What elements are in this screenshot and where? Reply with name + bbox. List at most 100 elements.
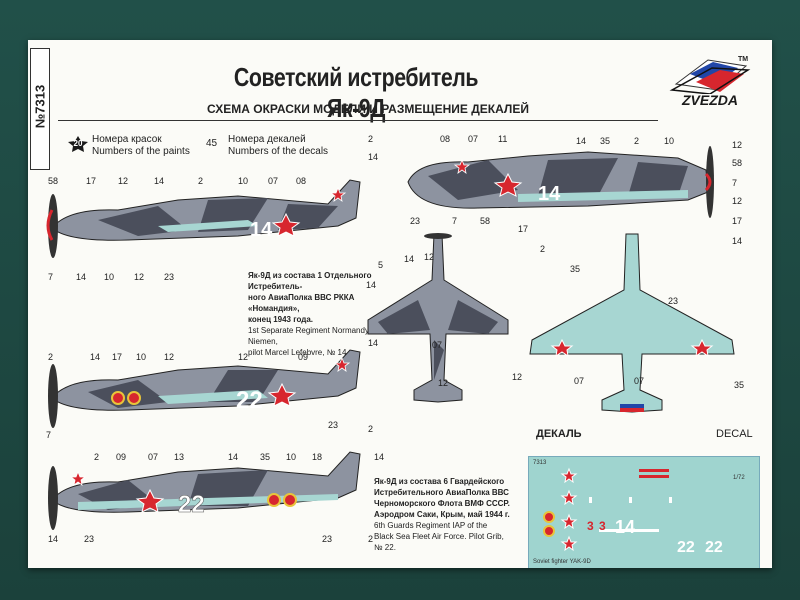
decal-title-en: DECAL	[716, 428, 753, 440]
callout: 23	[410, 216, 421, 226]
callout: 58	[48, 176, 59, 186]
callout: 12	[118, 176, 129, 186]
callout: 14	[404, 254, 415, 264]
callout: 12	[164, 352, 175, 362]
callout: 14	[90, 352, 101, 362]
catalog-number: №7313	[32, 84, 48, 129]
callout: 14	[368, 338, 379, 348]
decal-code: 7313	[533, 460, 547, 466]
callout: 07	[148, 452, 159, 462]
instruction-sheet: №7313 Советский истребитель Як-9Д СХЕМА …	[28, 40, 772, 568]
callout: 07	[432, 340, 443, 350]
callout: 35	[734, 380, 745, 390]
callout: 14	[368, 152, 379, 162]
decal-number: 22	[677, 539, 695, 556]
callout: 7	[46, 430, 52, 440]
paint-legend-en: Numbers of the paints	[92, 146, 190, 157]
decal-number: 3	[599, 519, 606, 533]
callout: 2	[368, 424, 374, 434]
paint-legend: Номера красок Numbers of the paints	[92, 134, 190, 158]
callout: 08	[296, 176, 307, 186]
callout: 12	[438, 378, 449, 388]
flag-icon	[669, 59, 751, 95]
callout: 12	[512, 372, 523, 382]
callout: 11	[498, 134, 508, 144]
callout: 07	[468, 134, 479, 144]
callout: 12	[238, 352, 249, 362]
callout: 23	[328, 420, 339, 430]
callout: 10	[238, 176, 249, 186]
callout: 07	[574, 376, 585, 386]
decal-number: 3	[587, 519, 594, 533]
callout: 17	[112, 352, 123, 362]
callout: 10	[104, 272, 115, 282]
callout: 7	[48, 272, 54, 282]
callout: 2	[368, 534, 374, 544]
page-subtitle: СХЕМА ОКРАСКИ МОДЕЛИ И РАЗМЕЩЕНИЕ ДЕКАЛЕ…	[207, 102, 529, 116]
callout: 14	[154, 176, 165, 186]
callout: 14	[366, 280, 377, 290]
callout: 23	[164, 272, 175, 282]
callout: 08	[440, 134, 451, 144]
callout: 14	[228, 452, 239, 462]
decal-legend-ru: Номера декалей	[228, 134, 306, 145]
callout: 10	[286, 452, 297, 462]
decal-legend-number: 45	[206, 138, 218, 149]
decal-scale: 1/72	[733, 475, 745, 481]
paint-legend-ru: Номера красок	[92, 134, 162, 145]
aircraft-plan-top	[367, 233, 509, 403]
tail-code-1: 14	[250, 219, 273, 241]
callout: 09	[298, 352, 309, 362]
brand-name: ZVEZDA	[682, 92, 738, 108]
decal-title-ru: ДЕКАЛЬ	[536, 428, 582, 440]
aircraft-profile-3: 22	[48, 451, 361, 530]
callout: 2	[48, 352, 54, 362]
caption-1: Як-9Д из состава 1 Отдельного Истребител…	[248, 271, 374, 357]
callout: 23	[322, 534, 333, 544]
callout: 2	[634, 136, 640, 146]
aircraft-profile-right: 14	[407, 146, 714, 218]
callout: 35	[600, 136, 611, 146]
callout: 17	[518, 224, 529, 234]
aircraft-plan-bottom	[529, 233, 735, 413]
paint-legend-badge: 20	[68, 136, 88, 152]
callout: 09	[116, 452, 127, 462]
callout: 58	[732, 158, 743, 168]
callout: 13	[174, 452, 185, 462]
callout: 10	[136, 352, 147, 362]
callout: 12	[732, 140, 743, 150]
decal-legend: Номера декалей Numbers of the decals	[228, 134, 328, 158]
callout: 14	[374, 452, 385, 462]
callout: 14	[732, 236, 743, 246]
callout: 5	[378, 260, 384, 270]
decal-footer: Soviet fighter YAK-9D	[533, 559, 591, 565]
callout: 14	[576, 136, 587, 146]
tail-code-right: 14	[538, 183, 561, 205]
aircraft-profile-1: 14	[46, 179, 361, 258]
callout: 2	[94, 452, 100, 462]
callout: 35	[260, 452, 271, 462]
callout: 17	[732, 216, 743, 226]
callout: 2	[540, 244, 546, 254]
callout: 12	[424, 252, 435, 262]
callout: 12	[732, 196, 743, 206]
tail-code-2: 22	[236, 387, 263, 414]
callout: 23	[668, 296, 679, 306]
title-divider	[58, 120, 658, 121]
decal-number: 22	[705, 539, 723, 556]
callout: 7	[732, 178, 738, 188]
aircraft-profile-2: 22	[48, 349, 361, 428]
catalog-strip: №7313	[30, 48, 50, 170]
callout: 2	[198, 176, 204, 186]
callout: 17	[86, 176, 97, 186]
callout: 12	[134, 272, 145, 282]
trademark: TM	[738, 56, 749, 63]
callout: 2	[368, 134, 374, 144]
decal-sheet: 7313 1/72 14 22 22 3 3 Soviet fighter YA…	[528, 456, 760, 568]
caption-3: Як-9Д из состава 6 Гвардейского Истребит…	[374, 477, 510, 552]
decal-number: 14	[615, 517, 636, 537]
callout: 7	[452, 216, 458, 226]
page-title: Советский истребитель Як-9Д	[233, 62, 479, 123]
callout: 14	[76, 272, 87, 282]
callout: 35	[570, 264, 581, 274]
